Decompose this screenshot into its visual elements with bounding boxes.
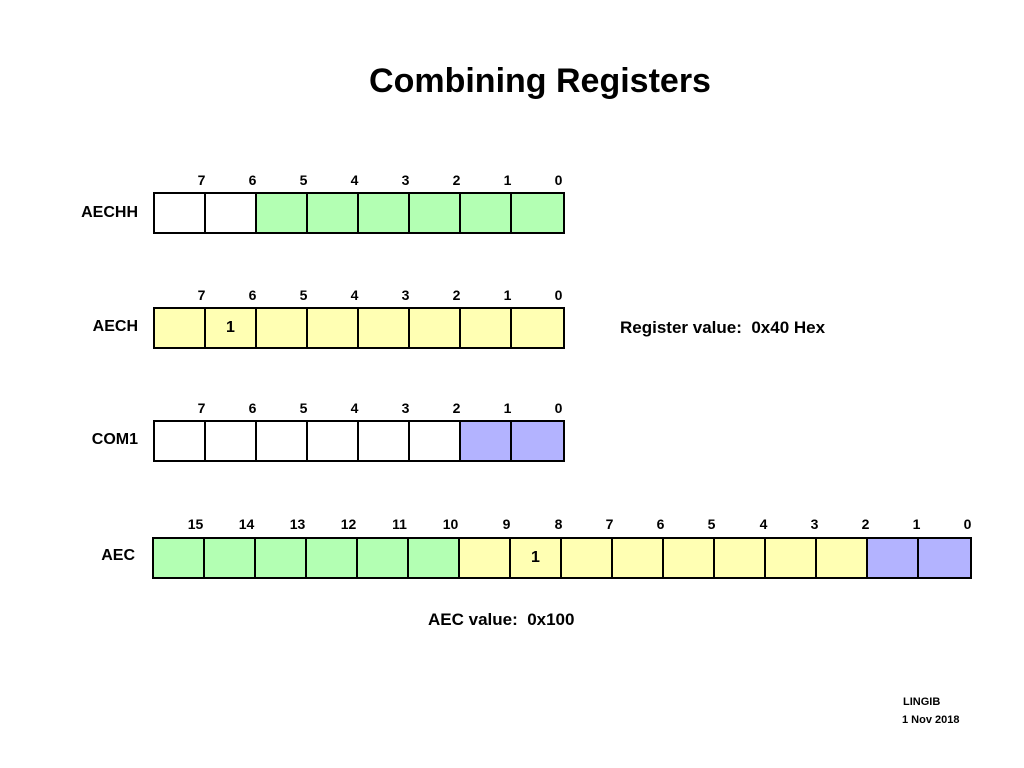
bit-cell [359,309,410,347]
bit-cell [257,309,308,347]
bit-index: 5 [299,287,308,303]
bit-index: 1 [503,287,512,303]
bit-index: 1 [503,172,512,188]
bit-cell [410,309,461,347]
footer-author: LINGIB [903,696,941,708]
bit-index: 9 [502,516,511,532]
bit-index: 3 [401,287,410,303]
page-title: Combining Registers [369,62,711,100]
bit-cell [358,539,409,577]
bit-cell [919,539,970,577]
bit-index: 12 [340,516,357,532]
bit-index: 3 [401,172,410,188]
bit-cell [308,194,359,232]
register-cells-aech: 1 [153,307,565,349]
bit-cell [512,309,563,347]
bit-cell [512,194,563,232]
bit-cell [409,539,460,577]
register-label-aec: AEC [101,547,135,564]
register-cells-aec: 1 [152,537,972,579]
register-value-note: Register value: 0x40 Hex [620,318,826,337]
bit-cell [257,422,308,460]
bit-cell [410,194,461,232]
bit-cell [155,422,206,460]
bit-cell [308,309,359,347]
bit-index: 1 [503,400,512,416]
bit-cell [410,422,461,460]
bit-index: 5 [707,516,716,532]
bit-index: 7 [605,516,614,532]
bit-index: 0 [963,516,972,532]
bit-cell [613,539,664,577]
bit-index: 5 [299,172,308,188]
bit-cell [461,422,512,460]
bit-cell: 1 [511,539,562,577]
bit-cell: 1 [206,309,257,347]
bit-cell [359,194,410,232]
bit-index: 1 [912,516,921,532]
bit-index: 0 [554,172,563,188]
bit-index: 6 [248,287,257,303]
bit-cell [664,539,715,577]
bit-cell [308,422,359,460]
bit-cell [256,539,307,577]
register-label-com1: COM1 [91,431,138,448]
bit-cell [460,539,511,577]
bit-index: 2 [452,172,461,188]
bit-cell [461,194,512,232]
bit-cell [868,539,919,577]
bit-cell [512,422,563,460]
bit-index: 11 [392,516,407,532]
bit-index: 0 [554,400,563,416]
bit-index: 2 [452,400,461,416]
bit-cell [154,539,205,577]
bit-index: 6 [248,172,257,188]
bit-cell [766,539,817,577]
register-cells-com1 [153,420,565,462]
bit-index: 13 [289,516,306,532]
aec-value-note: AEC value: 0x100 [428,610,575,629]
bit-cell [461,309,512,347]
bit-cell [206,194,257,232]
bit-index: 2 [861,516,870,532]
bit-cell [715,539,766,577]
bit-index: 3 [401,400,410,416]
bit-cell [155,194,206,232]
bit-index: 4 [350,287,359,303]
bit-cell [257,194,308,232]
bit-index: 7 [197,287,206,303]
bit-index: 7 [197,172,206,188]
bit-cell [359,422,410,460]
footer-date: 1 Nov 2018 [902,714,960,726]
register-label-aech: AECH [92,318,138,335]
bit-cell [817,539,868,577]
bit-index: 8 [554,516,563,532]
bit-index: 4 [350,172,359,188]
bit-index: 5 [299,400,308,416]
bit-index: 14 [238,516,255,532]
bit-index: 0 [554,287,563,303]
bit-index: 2 [452,287,461,303]
bit-index: 10 [442,516,459,532]
bit-cell [205,539,256,577]
bit-index: 4 [759,516,768,532]
bit-cell [562,539,613,577]
bit-index: 6 [248,400,257,416]
bit-index: 6 [656,516,665,532]
register-label-aechh: AECHH [81,204,138,221]
bit-cell [155,309,206,347]
bit-index: 7 [197,400,206,416]
bit-index: 15 [187,516,204,532]
bit-cell [307,539,358,577]
register-cells-aechh [153,192,565,234]
bit-index: 4 [350,400,359,416]
bit-index: 3 [810,516,819,532]
bit-cell [206,422,257,460]
